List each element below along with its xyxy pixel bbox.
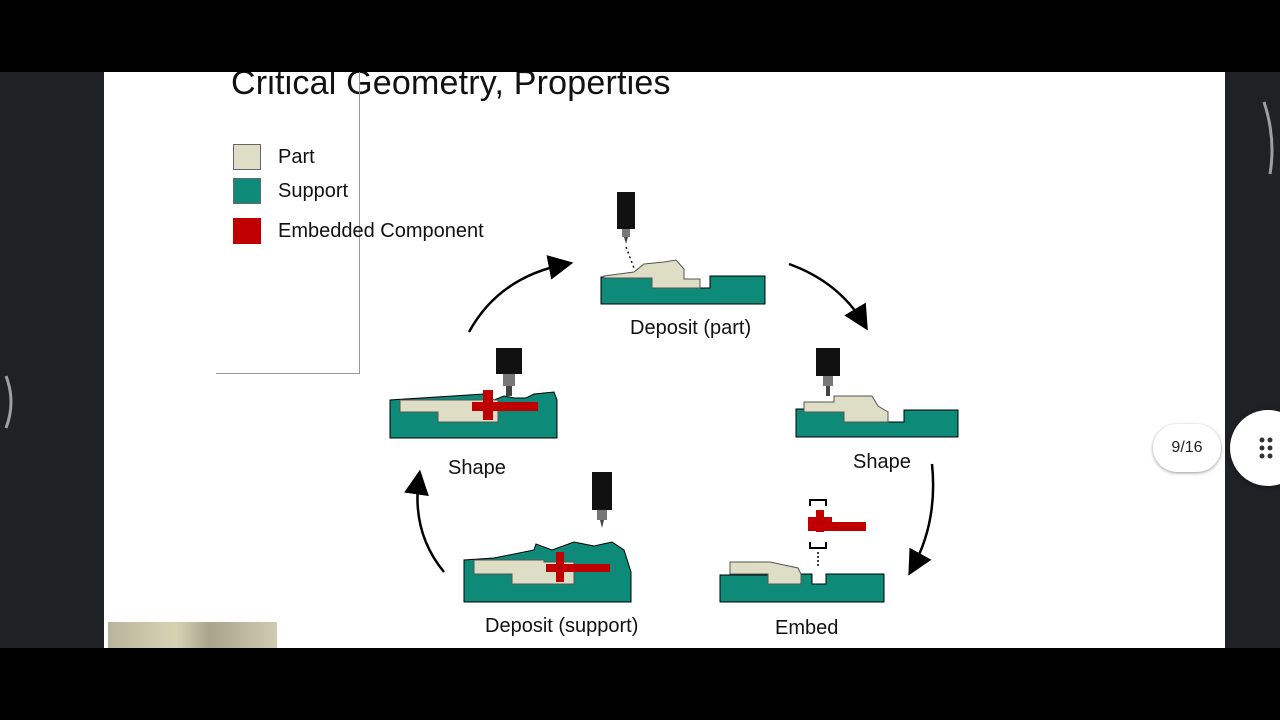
legend-swatch-part (233, 144, 261, 170)
stage-embed (719, 499, 885, 603)
stage-deposit-part (600, 192, 766, 305)
legend-item-part: Part (233, 144, 315, 170)
stage-label-shape-right: Shape (853, 451, 911, 473)
grid-dots-icon (1259, 437, 1273, 459)
cycle-arrow-left (404, 469, 445, 573)
legend-item-embedded: Embedded Component (233, 218, 484, 244)
stage-label-deposit-part: Deposit (part) (630, 317, 752, 339)
legend-swatch-embedded (233, 218, 261, 244)
cycle-arrow-top-left (467, 255, 574, 333)
slide-title: Critical Geometry, Properties (231, 72, 671, 102)
legend-item-support: Support (233, 178, 348, 204)
stage-shape-left (389, 348, 558, 439)
stage-label-shape-left: Shape (448, 457, 506, 479)
legend-label-part: Part (278, 146, 315, 168)
slide-canvas: Critical Geometry, Properties Part Suppo… (104, 72, 1225, 648)
page-indicator: 9/16 (1153, 424, 1221, 472)
slide-photo-thumbnail (108, 622, 277, 648)
stage-deposit-support (463, 472, 632, 603)
sdm-process-diagram (389, 192, 959, 603)
legend-label-embedded: Embedded Component (278, 220, 484, 242)
right-arc-handle-icon[interactable] (1262, 98, 1278, 178)
legend-swatch-support (233, 178, 261, 204)
cycle-arrow-right (908, 463, 935, 576)
top-letterbox (0, 0, 1280, 72)
left-arc-handle-icon[interactable] (2, 372, 18, 432)
stage-shape-right (795, 348, 959, 438)
stage-label-embed: Embed (775, 617, 839, 639)
legend-label-support: Support (278, 180, 349, 202)
divider-vertical (359, 72, 360, 374)
stage-label-deposit-support: Deposit (support) (485, 615, 639, 637)
left-panel (0, 72, 104, 648)
bottom-letterbox (0, 648, 1280, 720)
divider-horizontal (216, 373, 360, 374)
cycle-arrow-top-right (788, 262, 868, 331)
